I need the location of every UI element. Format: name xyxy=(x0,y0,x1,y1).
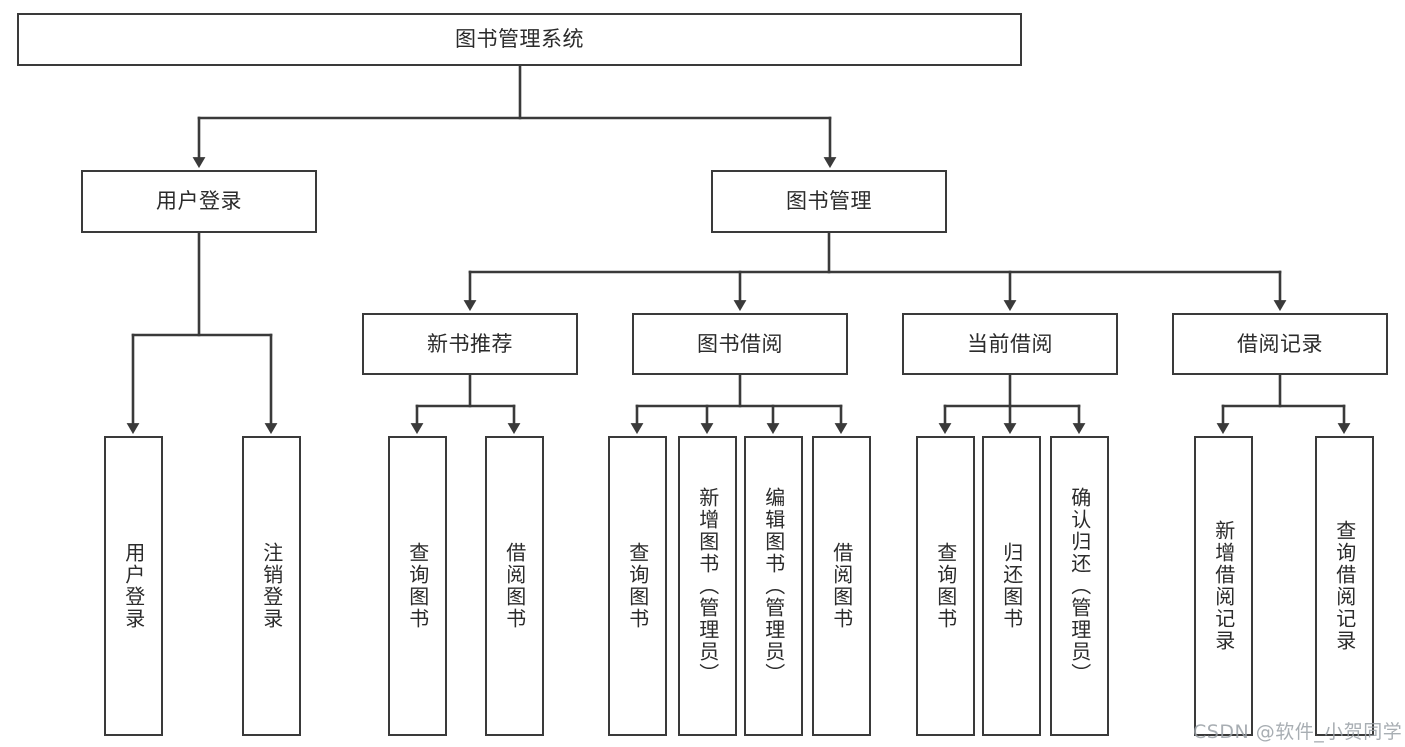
leaf-records-add-record[interactable]: 新增借阅记录 xyxy=(1194,436,1253,736)
node-book-management-label: 图书管理 xyxy=(786,189,872,213)
node-current-borrow[interactable]: 当前借阅 xyxy=(902,313,1118,375)
leaf-records-add-record-label: 新增借阅记录 xyxy=(1211,520,1236,652)
node-user-login[interactable]: 用户登录 xyxy=(81,170,317,233)
leaf-borrow-query-book[interactable]: 查询图书 xyxy=(608,436,667,736)
leaf-current-confirm-return-label: 确认归还（管理员） xyxy=(1067,487,1092,685)
leaf-borrow-edit-book[interactable]: 编辑图书（管理员） xyxy=(744,436,803,736)
leaf-user-login-logout-label: 注销登录 xyxy=(259,542,284,630)
leaf-current-confirm-return[interactable]: 确认归还（管理员） xyxy=(1050,436,1109,736)
leaf-borrow-borrow-book-label: 借阅图书 xyxy=(829,542,854,630)
node-borrow-records[interactable]: 借阅记录 xyxy=(1172,313,1388,375)
node-current-borrow-label: 当前借阅 xyxy=(967,331,1053,356)
node-user-login-label: 用户登录 xyxy=(156,189,242,213)
leaf-user-login-login[interactable]: 用户登录 xyxy=(104,436,163,736)
leaf-current-query-book-label: 查询图书 xyxy=(933,542,958,630)
leaf-recommend-borrow-book-label: 借阅图书 xyxy=(502,542,527,630)
leaf-current-return-book[interactable]: 归还图书 xyxy=(982,436,1041,736)
leaf-borrow-add-book-label: 新增图书（管理员） xyxy=(695,487,720,685)
node-new-book-recommend[interactable]: 新书推荐 xyxy=(362,313,578,375)
leaf-current-query-book[interactable]: 查询图书 xyxy=(916,436,975,736)
leaf-current-return-book-label: 归还图书 xyxy=(999,542,1024,630)
node-root-system-label: 图书管理系统 xyxy=(455,27,584,51)
leaf-records-query-record[interactable]: 查询借阅记录 xyxy=(1315,436,1374,736)
leaf-user-login-logout[interactable]: 注销登录 xyxy=(242,436,301,736)
node-borrow-records-label: 借阅记录 xyxy=(1237,331,1323,356)
node-root-system[interactable]: 图书管理系统 xyxy=(17,13,1022,66)
leaf-borrow-query-book-label: 查询图书 xyxy=(625,542,650,630)
node-book-borrow-label: 图书借阅 xyxy=(697,331,783,356)
leaf-borrow-edit-book-label: 编辑图书（管理员） xyxy=(761,487,786,685)
leaf-recommend-borrow-book[interactable]: 借阅图书 xyxy=(485,436,544,736)
leaf-borrow-borrow-book[interactable]: 借阅图书 xyxy=(812,436,871,736)
leaf-user-login-login-label: 用户登录 xyxy=(121,542,146,630)
leaf-recommend-query-book-label: 查询图书 xyxy=(405,542,430,630)
leaf-borrow-add-book[interactable]: 新增图书（管理员） xyxy=(678,436,737,736)
leaf-records-query-record-label: 查询借阅记录 xyxy=(1332,520,1357,652)
node-book-management[interactable]: 图书管理 xyxy=(711,170,947,233)
csdn-watermark: CSDN @软件_小贺同学 xyxy=(1193,721,1403,743)
node-book-borrow[interactable]: 图书借阅 xyxy=(632,313,848,375)
leaf-recommend-query-book[interactable]: 查询图书 xyxy=(388,436,447,736)
node-new-book-recommend-label: 新书推荐 xyxy=(427,331,513,356)
